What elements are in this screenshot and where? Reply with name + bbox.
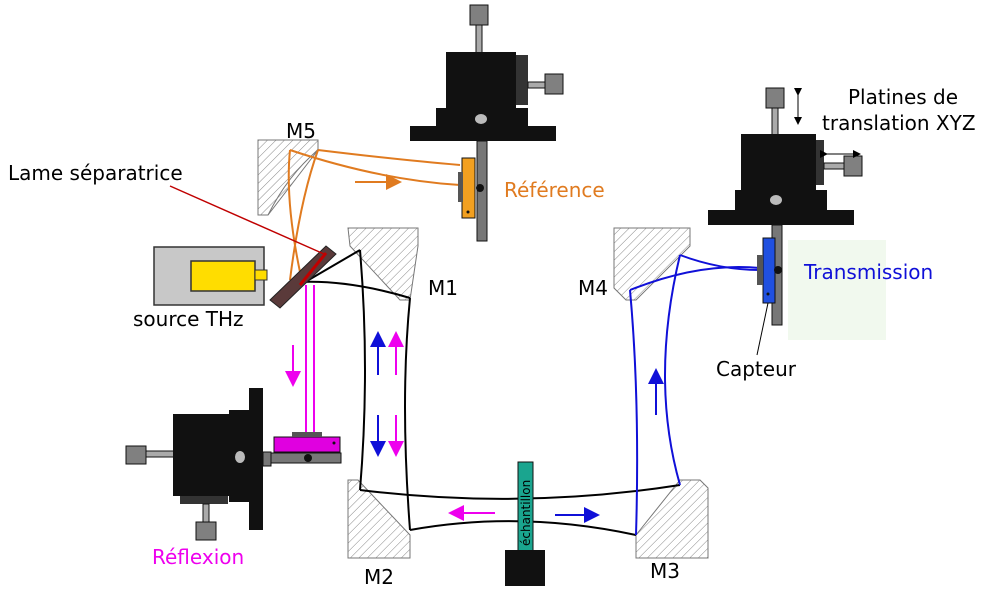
label-m3: M3 <box>650 559 680 583</box>
thz-source <box>153 246 268 306</box>
label-reflexion: Réflexion <box>152 545 244 569</box>
label-reference: Référence <box>504 178 605 202</box>
reference-translation-stage <box>410 4 564 242</box>
label-m5: M5 <box>286 119 316 143</box>
label-m4: M4 <box>578 276 608 300</box>
label-m1: M1 <box>428 276 458 300</box>
mirror-m4 <box>613 227 691 301</box>
mirror-m2 <box>347 479 411 559</box>
transmission-translation-stage <box>708 87 863 326</box>
reference-beam <box>287 149 461 281</box>
mirror-m1 <box>347 227 419 301</box>
sample-holder <box>505 461 545 586</box>
reflection-beam <box>285 285 495 521</box>
label-transmission: Transmission <box>803 260 933 284</box>
label-lame: Lame séparatrice <box>8 161 183 185</box>
reflection-translation-stage <box>125 388 342 541</box>
label-source: source THz <box>133 307 244 331</box>
beam-splitter <box>269 245 337 309</box>
mirror-m3 <box>635 479 709 559</box>
splitter-annotation-line <box>169 185 325 255</box>
transmission-beam <box>370 254 761 536</box>
label-platines-1: Platines de <box>848 85 958 109</box>
label-echantillon: échantillon <box>519 480 533 546</box>
transmission-highlight <box>788 240 886 340</box>
capteur-pointer <box>756 302 769 356</box>
label-m2: M2 <box>364 565 394 589</box>
label-capteur: Capteur <box>716 357 797 381</box>
label-platines-2: translation XYZ <box>822 111 976 135</box>
